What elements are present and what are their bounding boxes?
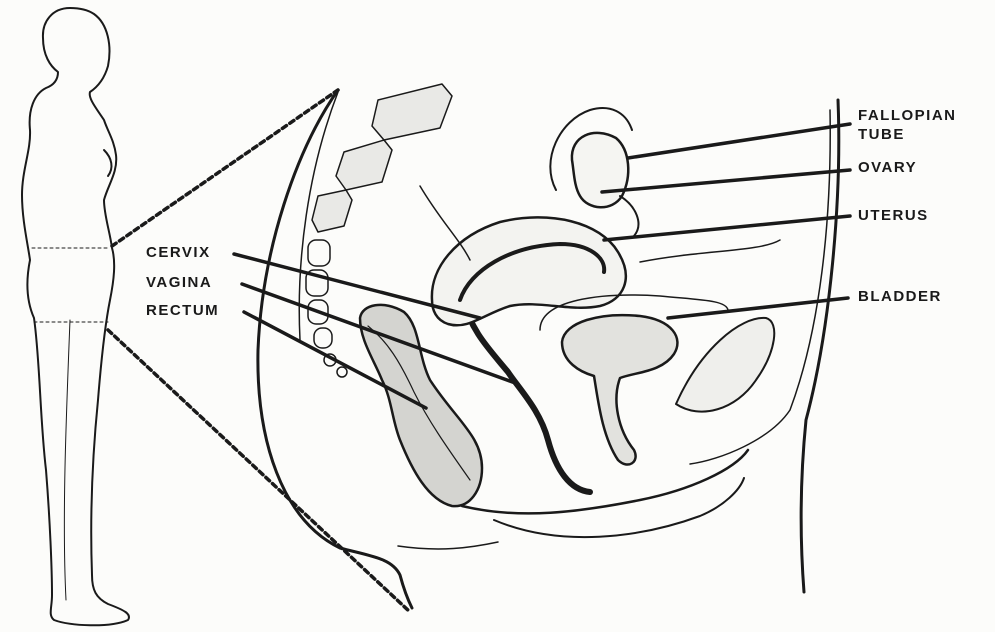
vertebra-3	[312, 190, 352, 232]
bladder-organ	[562, 315, 677, 464]
labia-outline	[494, 478, 744, 537]
uterus-organ	[432, 217, 626, 325]
coccyx-tip-2	[337, 367, 347, 377]
label-vagina: VAGINA	[146, 275, 212, 291]
label-rectum: RECTUM	[146, 303, 219, 319]
buttock-line	[398, 542, 498, 549]
label-uterus: UTERUS	[858, 208, 929, 224]
leader-fallopian-tube	[628, 124, 850, 158]
ligament-right	[640, 240, 780, 262]
leader-ovary	[602, 170, 850, 192]
ovarian-ligament	[620, 196, 638, 236]
label-ovary: OVARY	[858, 160, 917, 176]
figure-leg-line	[64, 320, 70, 600]
coccyx-segment-1	[308, 240, 330, 266]
figure-outline	[22, 8, 129, 625]
label-fallopian-tube: FALLOPIAN	[858, 108, 957, 124]
figure-breast-line	[104, 150, 111, 176]
pubic-bone	[676, 318, 774, 412]
label-fallopian-tube-line2: TUBE	[858, 127, 905, 143]
perineum-line	[462, 450, 748, 513]
coccyx-segment-4	[314, 328, 332, 348]
vertebra-1	[372, 84, 452, 140]
leader-uterus	[604, 216, 850, 240]
leader-bladder	[668, 298, 848, 318]
body-silhouette-figure	[22, 8, 129, 625]
pelvic-section	[258, 84, 839, 608]
projection-line-upper	[112, 90, 338, 246]
label-cervix: CERVIX	[146, 245, 211, 261]
label-bladder: BLADDER	[858, 289, 942, 305]
vertebra-2	[336, 140, 392, 190]
